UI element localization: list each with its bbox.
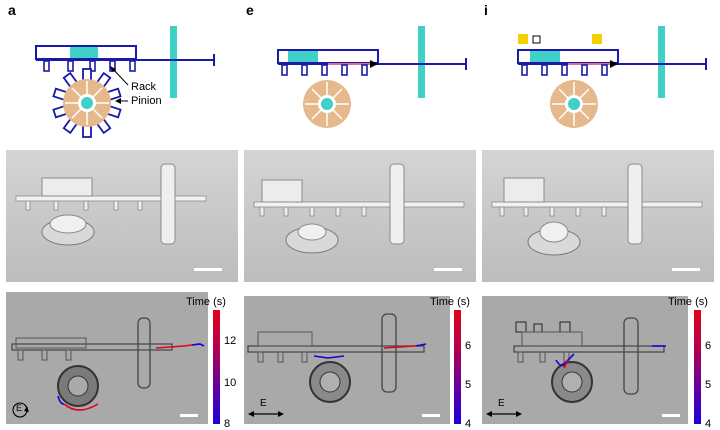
- pinion-label: Pinion: [131, 95, 162, 107]
- schematic-a: [35, 26, 215, 138]
- field-direction-label: E: [16, 403, 23, 413]
- colorbar: [454, 310, 461, 424]
- colorbar-tick: 12: [224, 335, 237, 347]
- colorbar-tick: 5: [705, 379, 712, 391]
- colorbar-tick: 8: [224, 418, 231, 430]
- scale-bar: [180, 414, 198, 417]
- colorbar: [694, 310, 701, 424]
- panel-label-a: a: [8, 2, 16, 18]
- panel-label-e: e: [246, 2, 254, 18]
- sem-image-b: [6, 150, 238, 282]
- rack-label: Rack: [131, 81, 157, 93]
- scale-bar: [662, 414, 680, 417]
- field-direction-label: E: [498, 398, 505, 409]
- micrograph-g: E: [244, 296, 450, 424]
- colorbar-title: Time (s): [186, 296, 226, 308]
- colorbar-tick: 10: [224, 377, 237, 389]
- scale-bar: [672, 268, 700, 271]
- colorbar: [213, 310, 220, 424]
- colorbar-tick: 5: [465, 379, 472, 391]
- scale-bar: [422, 414, 440, 417]
- scale-bar: [194, 268, 222, 271]
- panel-label-i: i: [484, 2, 488, 18]
- schematic-i: [517, 26, 707, 128]
- colorbar-tick: 4: [465, 418, 472, 430]
- micrograph-c: E: [6, 292, 208, 424]
- sem-image-j: [482, 150, 714, 282]
- sem-image-f: [244, 150, 476, 282]
- schematic-e: [277, 26, 467, 128]
- colorbar-title: Time (s): [430, 296, 470, 308]
- colorbar-tick: 4: [705, 418, 712, 430]
- field-direction-label: E: [260, 398, 267, 409]
- scale-bar: [434, 268, 462, 271]
- micrograph-k: E: [482, 296, 688, 424]
- colorbar-tick: 6: [465, 340, 472, 352]
- colorbar-title: Time (s): [668, 296, 708, 308]
- colorbar-tick: 6: [705, 340, 712, 352]
